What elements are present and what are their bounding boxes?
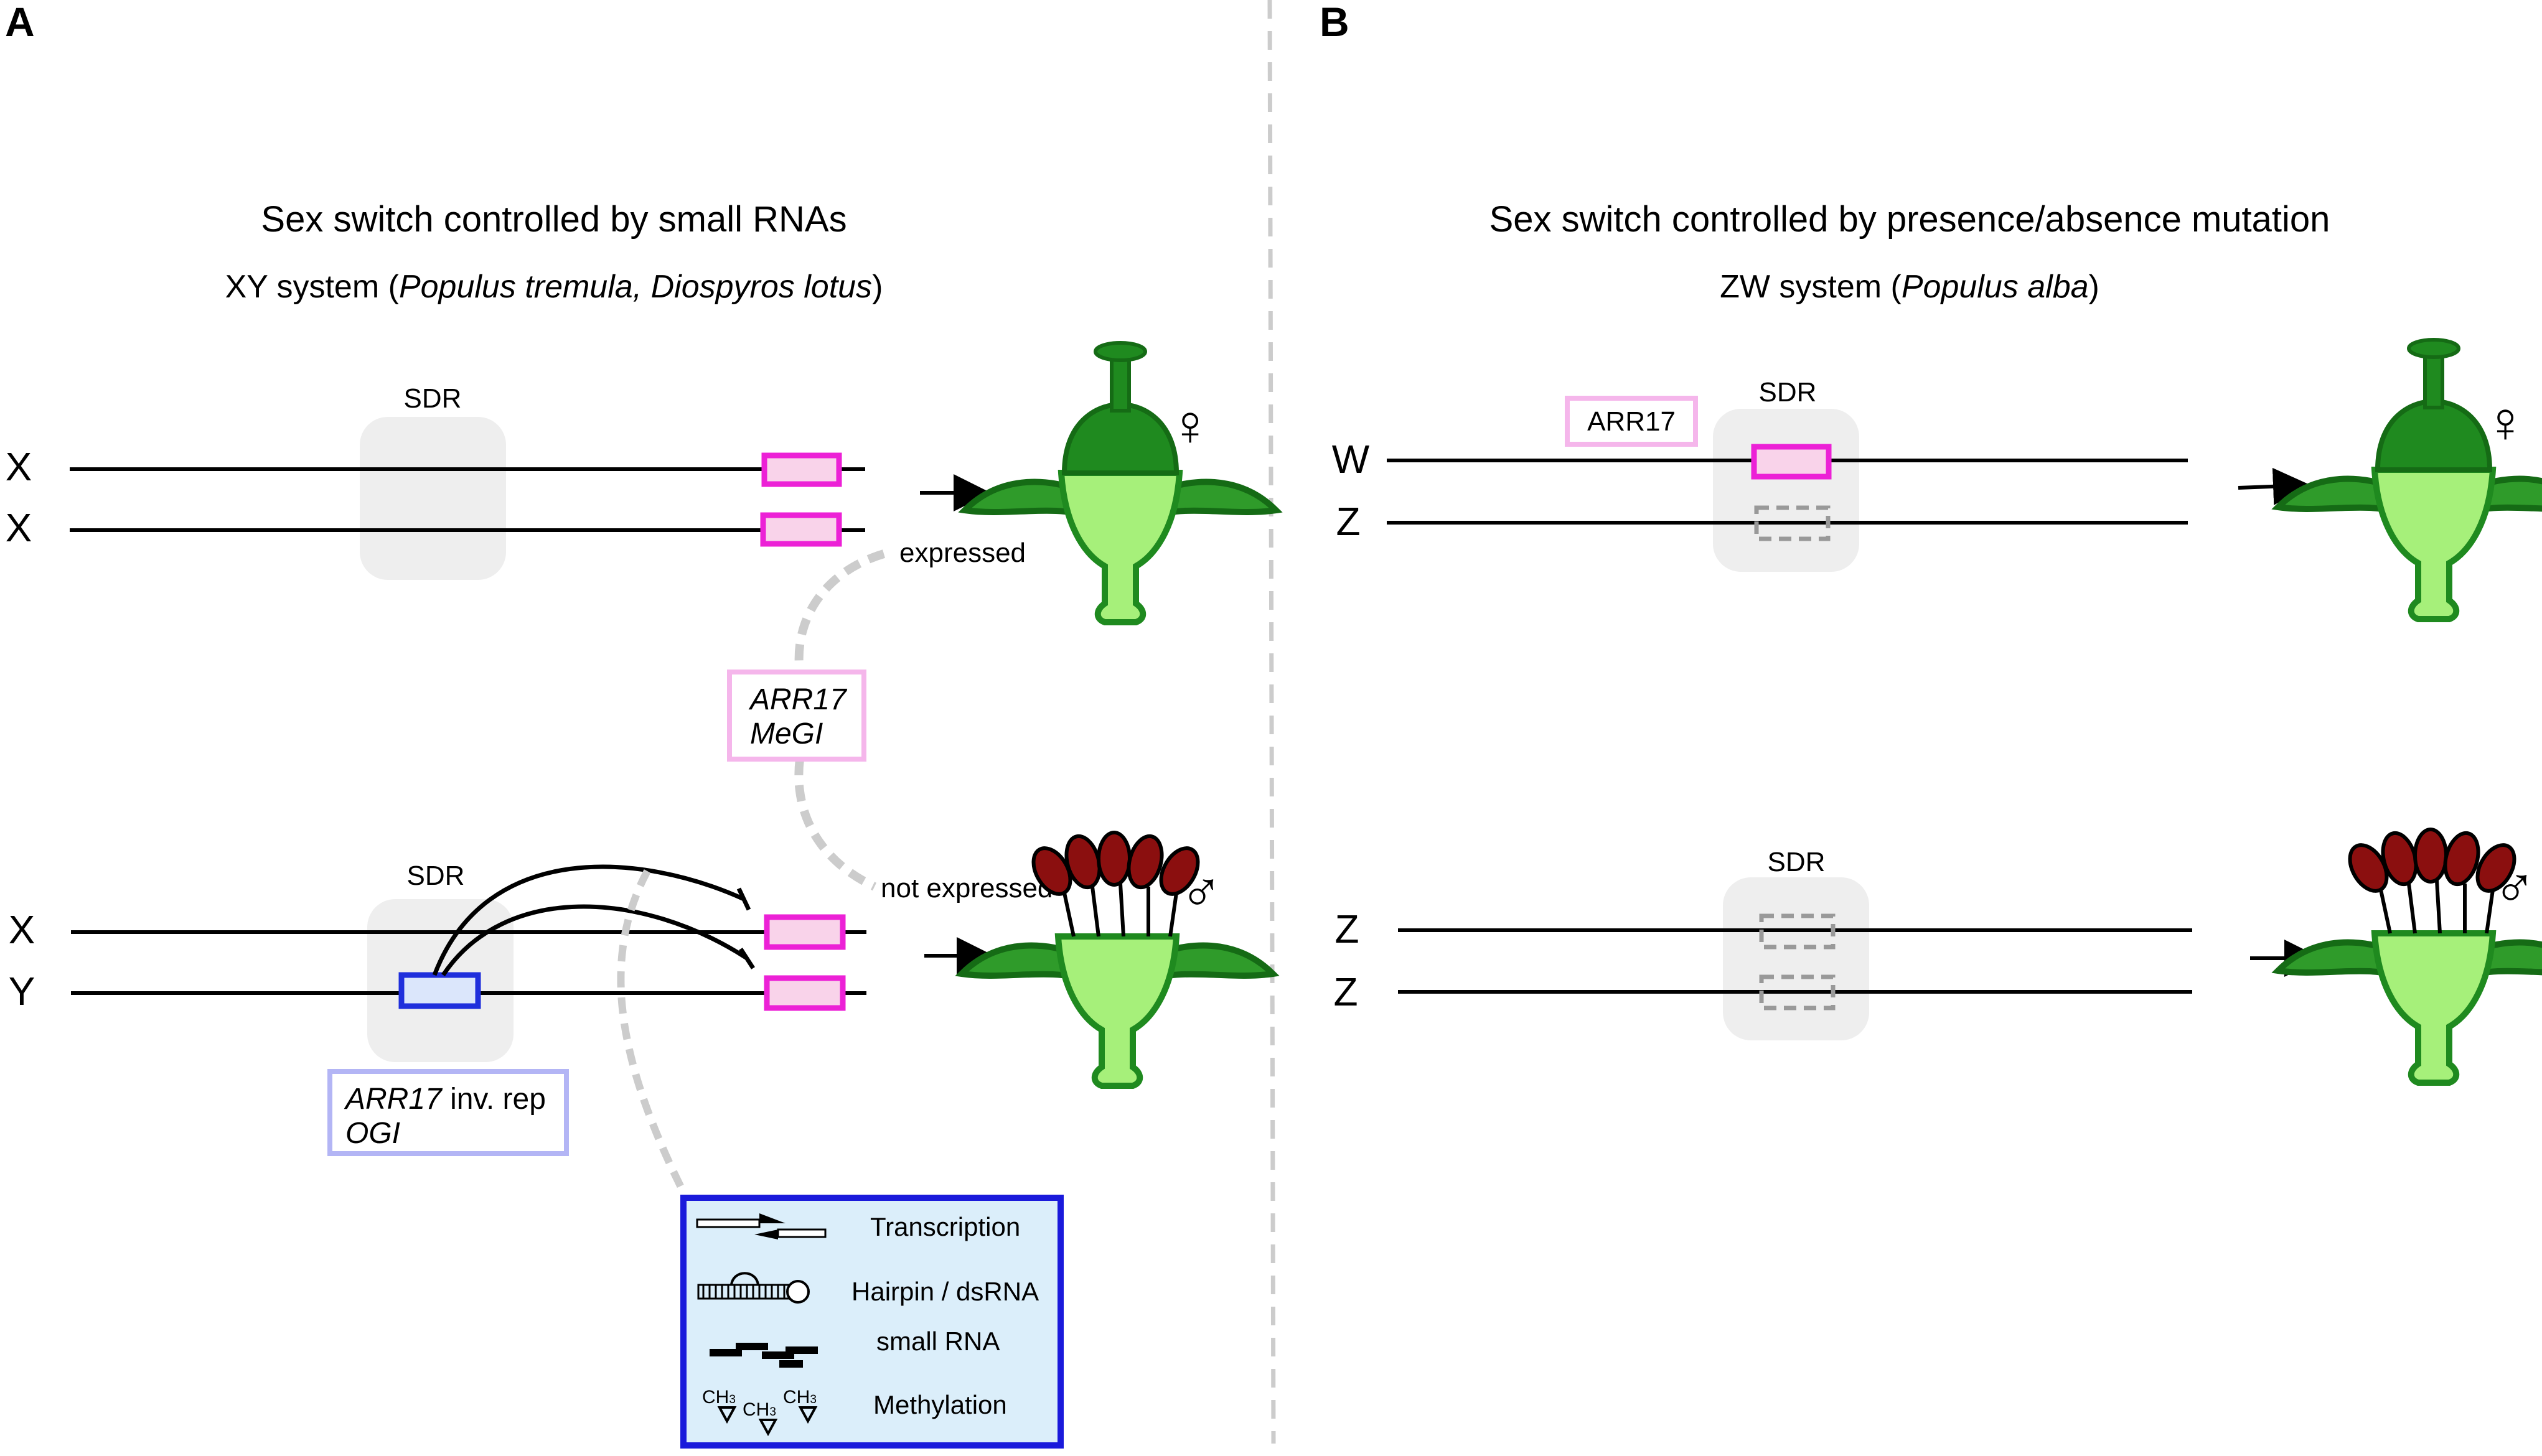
legend-connector [617, 869, 688, 1197]
legend-label: Hairpin / dsRNA [851, 1277, 1039, 1306]
chromosome-label: X [6, 505, 32, 550]
svg-text:CH3: CH3 [743, 1399, 776, 1420]
arr17-gene [1751, 444, 1832, 480]
absent-gene-placeholder [1759, 974, 1836, 1010]
panel-b-label: B [1320, 0, 1349, 45]
panel-b-subtitle: ZW system (Populus alba) [1720, 269, 2099, 305]
svg-text:CH3: CH3 [783, 1387, 817, 1407]
arr17-gene [764, 914, 846, 950]
absent-gene-placeholder [1759, 913, 1836, 950]
sdr-region [1723, 877, 1869, 1040]
inverted-repeat-name: OGI [345, 1117, 400, 1150]
arrow [2238, 467, 2310, 505]
inverted-repeat-gene [398, 972, 481, 1009]
sdr-label: SDR [1768, 847, 1826, 877]
panel-a-label: A [5, 0, 35, 45]
legend-label: Methylation [873, 1390, 1007, 1419]
panel-a-title: Sex switch controlled by small RNAs [261, 199, 847, 240]
arr17-label: ARR17 [1587, 406, 1676, 437]
inverted-repeat-name: ARR17 inv. rep [344, 1083, 546, 1116]
sdr-region [360, 417, 506, 580]
male-symbol: ♂ [1180, 861, 1223, 924]
chromosome-label: Y [9, 969, 35, 1014]
chromosome-label: Z [1333, 969, 1358, 1014]
chromosome-label: X [9, 907, 35, 952]
panel-b-title: Sex switch controlled by presence/absenc… [1489, 199, 2330, 240]
hairpin-icon [697, 1272, 810, 1304]
male-symbol: ♂ [2493, 856, 2536, 920]
arr17-gene [760, 512, 842, 547]
inverted-repeat-box [327, 1069, 569, 1156]
silencing-arrow [441, 904, 748, 976]
arr17-gene [764, 975, 846, 1011]
sdr-region [1713, 409, 1859, 572]
female-flower-icon [965, 343, 1276, 622]
svg-text:CH3: CH3 [702, 1387, 736, 1407]
chromosome-label: Z [1334, 907, 1359, 951]
silencing-arrow [739, 948, 755, 969]
female-symbol: ♀ [1169, 394, 1212, 457]
female-flower-icon [2278, 340, 2542, 619]
mechanism-legend [680, 1195, 1064, 1449]
transcription-icon [696, 1213, 827, 1239]
silencing-arrow [432, 864, 745, 976]
female-symbol: ♀ [2484, 391, 2527, 454]
expressed-label: expressed [899, 538, 1026, 568]
chromosome-label: W [1332, 437, 1370, 482]
sdr-label: SDR [1759, 377, 1817, 408]
absent-gene-placeholder [1754, 505, 1831, 541]
chromosome-label: X [6, 444, 32, 489]
legend-label: small RNA [876, 1327, 1000, 1356]
gene-name: ARR17 [748, 683, 848, 716]
gene-name: MeGI [750, 717, 823, 750]
methylation-icon: CH3 CH3 CH3 [702, 1387, 818, 1437]
not-expressed-label: not expressed [881, 873, 1053, 903]
expression-connector [794, 549, 886, 891]
arr17-label-box [1565, 396, 1698, 447]
panel-divider [1267, 0, 1276, 1444]
panel-a-subtitle: XY system (Populus tremula, Diospyros lo… [225, 269, 883, 305]
sdr-label: SDR [404, 383, 462, 414]
legend-label: Transcription [870, 1212, 1020, 1241]
chromosome-label: Z [1336, 499, 1360, 544]
male-flower-icon [962, 833, 1273, 1086]
small-rna-icon [710, 1343, 818, 1368]
sdr-label: SDR [407, 861, 465, 891]
arr17-gene [761, 452, 842, 487]
gene-name-box [727, 670, 866, 762]
silencing-arrow [736, 887, 751, 911]
